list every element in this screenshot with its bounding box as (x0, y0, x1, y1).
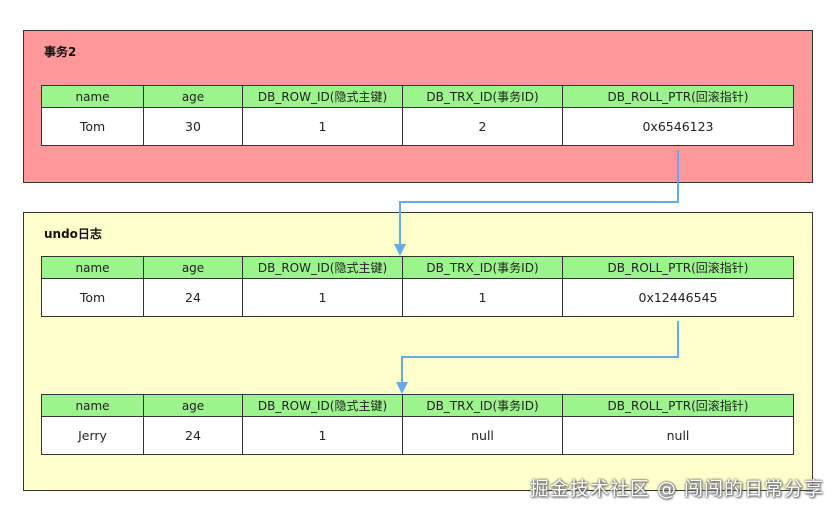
column-header-roll-ptr: DB_ROLL_PTR(回滚指针) (562, 85, 794, 108)
record-header-row: name age DB_ROW_ID(隐式主键) DB_TRX_ID(事务ID)… (41, 394, 794, 417)
undo-log-panel-title: undo日志 (44, 227, 102, 241)
value-name: Tom (41, 107, 144, 146)
value-name: Jerry (41, 416, 144, 455)
value-roll-ptr: 0x12446545 (562, 278, 794, 317)
column-header-age: age (143, 256, 243, 279)
value-roll-ptr: 0x6546123 (562, 107, 794, 146)
value-roll-ptr: null (562, 416, 794, 455)
watermark: 掘金技术社区 @ 闯闯的日常分享 (529, 478, 824, 500)
value-name: Tom (41, 278, 144, 317)
column-header-roll-ptr: DB_ROLL_PTR(回滚指针) (562, 394, 794, 417)
value-age: 30 (143, 107, 243, 146)
value-age: 24 (143, 278, 243, 317)
column-header-name: name (41, 394, 144, 417)
column-header-trx-id: DB_TRX_ID(事务ID) (402, 256, 563, 279)
value-row-id: 1 (242, 416, 403, 455)
column-header-trx-id: DB_TRX_ID(事务ID) (402, 394, 563, 417)
record-value-row: Jerry 24 1 null null (41, 416, 794, 455)
column-header-name: name (41, 256, 144, 279)
value-trx-id: 1 (402, 278, 563, 317)
column-header-roll-ptr: DB_ROLL_PTR(回滚指针) (562, 256, 794, 279)
value-trx-id: 2 (402, 107, 563, 146)
column-header-name: name (41, 85, 144, 108)
value-age: 24 (143, 416, 243, 455)
column-header-row-id: DB_ROW_ID(隐式主键) (242, 85, 403, 108)
transaction-panel-title: 事务2 (44, 45, 77, 59)
record-value-row: Tom 30 1 2 0x6546123 (41, 107, 794, 146)
column-header-age: age (143, 85, 243, 108)
current-record-table: name age DB_ROW_ID(隐式主键) DB_TRX_ID(事务ID)… (41, 85, 794, 146)
column-header-row-id: DB_ROW_ID(隐式主键) (242, 394, 403, 417)
record-header-row: name age DB_ROW_ID(隐式主键) DB_TRX_ID(事务ID)… (41, 85, 794, 108)
column-header-trx-id: DB_TRX_ID(事务ID) (402, 85, 563, 108)
record-value-row: Tom 24 1 1 0x12446545 (41, 278, 794, 317)
column-header-age: age (143, 394, 243, 417)
undo-record-table-1: name age DB_ROW_ID(隐式主键) DB_TRX_ID(事务ID)… (41, 256, 794, 317)
undo-record-table-2: name age DB_ROW_ID(隐式主键) DB_TRX_ID(事务ID)… (41, 394, 794, 455)
record-header-row: name age DB_ROW_ID(隐式主键) DB_TRX_ID(事务ID)… (41, 256, 794, 279)
value-row-id: 1 (242, 278, 403, 317)
value-trx-id: null (402, 416, 563, 455)
value-row-id: 1 (242, 107, 403, 146)
column-header-row-id: DB_ROW_ID(隐式主键) (242, 256, 403, 279)
